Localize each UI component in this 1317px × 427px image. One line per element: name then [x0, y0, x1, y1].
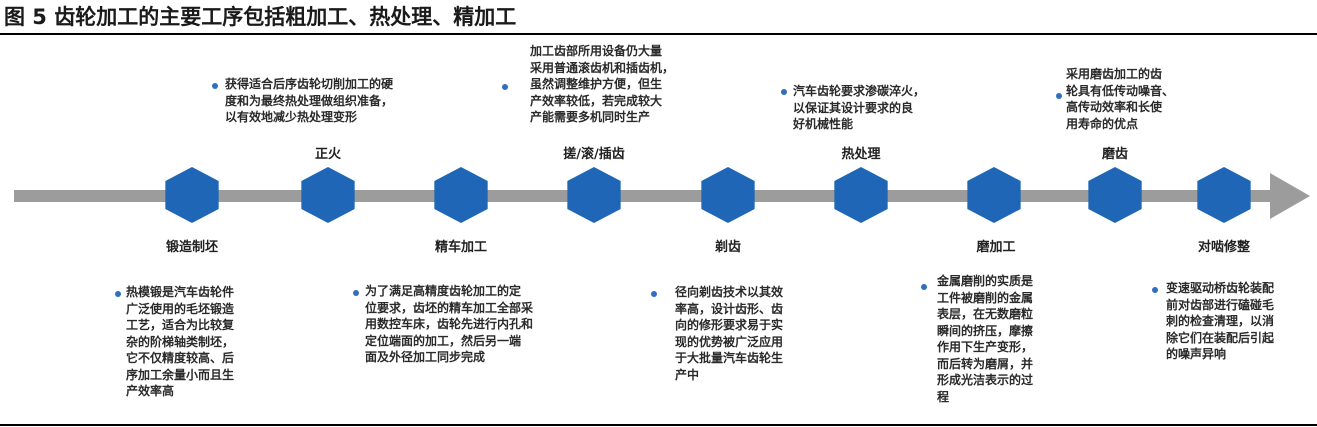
- figure-title: 图 5 齿轮加工的主要工序包括粗加工、热处理、精加工: [4, 5, 517, 29]
- step-node-hobbing: [567, 167, 621, 223]
- step-label: 热处理: [841, 147, 881, 162]
- step-label: 剃齿: [714, 240, 742, 255]
- step-description-grinding: 金属磨削的实质是 工件被磨削的金属 表层，在无数磨粒 瞬间的挤压，摩擦 作用下生…: [937, 274, 1034, 404]
- step-description-mesh-trimming: 变速驱动桥齿轮装配 前对齿部进行磕碰毛 刺的检查清理，以消 除它们在装配后引起 …: [1166, 281, 1275, 361]
- bullet-icon: [115, 291, 121, 297]
- step-description-turning: 为了满足高精度齿轮加工的定 位要求，齿坯的精车加工全部采 用数控车床，齿轮先进行…: [365, 284, 534, 364]
- bullet-icon: [651, 291, 657, 297]
- step-description-heat-treatment: 汽车齿轮要求渗碳淬火， 以保证其设计要求的良 好机械性能: [793, 84, 926, 131]
- step-label: 磨齿: [1101, 147, 1129, 162]
- bullet-icon: [1056, 93, 1062, 99]
- step-description-shaving: 径向剃齿技术以其效 率高，设计齿形、齿 向的修形要求易于实 现的优势被广泛应用 …: [675, 285, 784, 382]
- step-label: 磨加工: [976, 240, 1016, 255]
- top-rule: [0, 33, 1317, 35]
- step-description-hobbing: 加工齿部所用设备仍大量 采用普通滚齿机和插齿机， 虽然调整维护方便，但生 产效率…: [530, 44, 675, 124]
- bullet-icon: [502, 84, 508, 90]
- bullet-icon: [781, 89, 787, 95]
- step-node-shaving: [701, 167, 755, 223]
- bottom-rule: [0, 424, 1317, 426]
- bullet-icon: [353, 290, 359, 296]
- step-label: 锻造制坯: [165, 240, 219, 255]
- step-node-heat-treatment: [834, 167, 888, 223]
- step-node-gear-grinding: [1088, 167, 1142, 223]
- step-label: 正火: [314, 147, 342, 162]
- step-node-normalizing: [301, 167, 355, 223]
- bullet-icon: [212, 83, 218, 89]
- step-node-mesh-trimming: [1197, 167, 1251, 223]
- step-description-normalizing: 获得适合后序齿轮切削加工的硬 度和为最终热处理做组织准备， 以有效地减少热处理变…: [225, 77, 394, 124]
- step-description-gear-grinding: 采用磨齿加工的齿 轮具有低传动噪音、 高传动效率和长使 用寿命的优点: [1066, 67, 1175, 131]
- timeline-arrowhead: [1270, 173, 1310, 219]
- bullet-icon: [1152, 287, 1158, 293]
- step-node-forging: [165, 167, 219, 223]
- step-node-turning: [434, 167, 488, 223]
- step-label: 精车加工: [434, 240, 488, 255]
- bullet-icon: [921, 284, 927, 290]
- step-label: 对啮修整: [1197, 240, 1251, 255]
- step-label: 搓/滚/插齿: [563, 147, 625, 162]
- step-description-forging: 热模锻是汽车齿轮件 广泛使用的毛坯锻造 工艺，适合为比较复 杂的阶梯轴类制坯， …: [126, 285, 235, 398]
- step-node-grinding: [967, 167, 1021, 223]
